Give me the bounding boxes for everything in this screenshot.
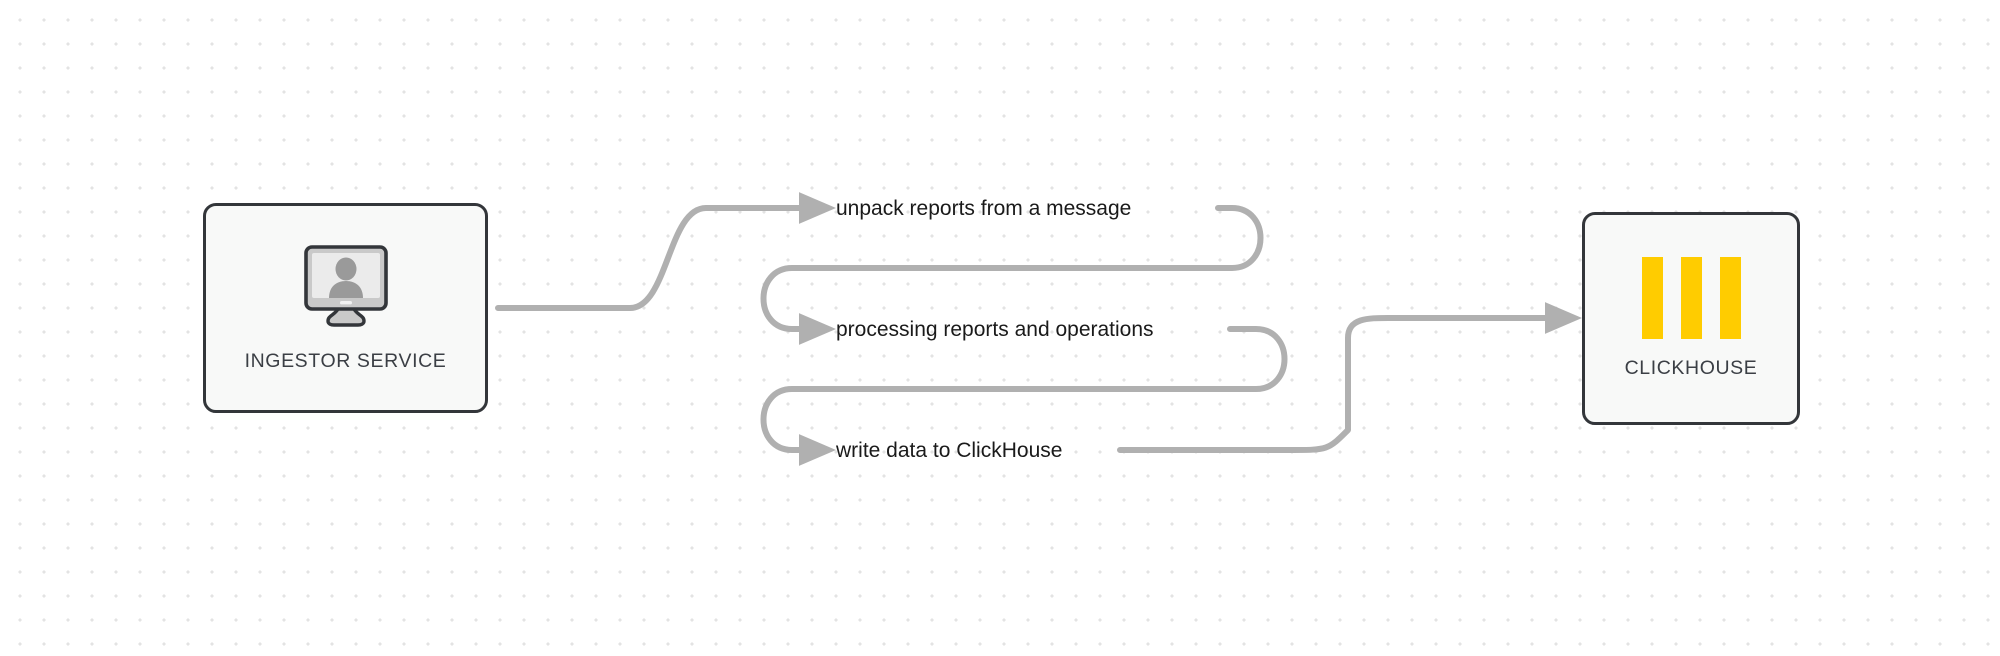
- edge-label-unpack-reports: unpack reports from a message: [836, 197, 1132, 220]
- node-label-clickhouse: CLICKHOUSE: [1624, 357, 1758, 379]
- edge-path-unpack-to-processing: [760, 205, 1264, 345]
- clickhouse-bar-2: [1680, 257, 1702, 339]
- node-label-ingestor-service: INGESTOR SERVICE: [244, 350, 447, 372]
- edge-path-processing-to-write: [760, 326, 1288, 466]
- monitor-user-icon: [298, 243, 394, 334]
- clickhouse-bar-1: [1641, 257, 1663, 339]
- node-ingestor-service[interactable]: INGESTOR SERVICE: [203, 203, 488, 413]
- edge-path-write-to-clickhouse: [1117, 302, 1582, 453]
- edge-path-ingestor-to-unpack: [495, 192, 836, 311]
- clickhouse-bar-3: [1719, 257, 1741, 339]
- edge-label-write-data: write data to ClickHouse: [836, 439, 1063, 462]
- clickhouse-logo-icon: [1641, 257, 1741, 339]
- node-clickhouse[interactable]: CLICKHOUSE: [1582, 212, 1800, 425]
- edge-label-processing-reports: processing reports and operations: [836, 318, 1154, 341]
